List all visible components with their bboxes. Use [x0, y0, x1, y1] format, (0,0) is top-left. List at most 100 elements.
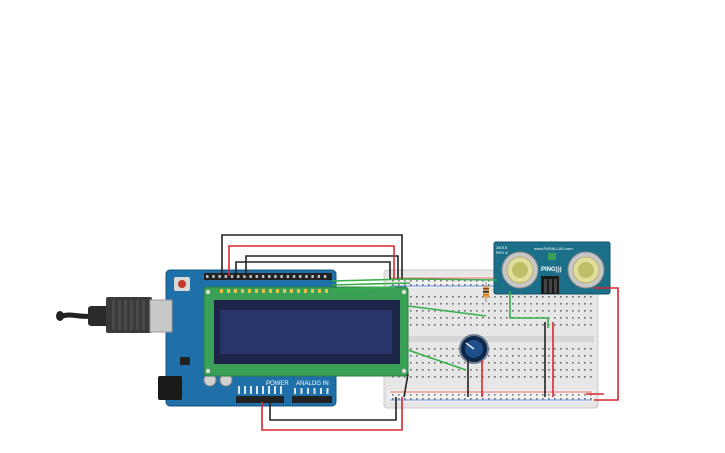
breadboard-hole — [434, 317, 436, 319]
breadboard-hole — [494, 310, 496, 312]
breadboard-hole — [404, 280, 406, 282]
wire-red[interactable] — [228, 245, 395, 280]
breadboard-hole — [530, 310, 532, 312]
header-pin — [237, 275, 240, 278]
breadboard-hole — [572, 355, 574, 357]
breadboard-hole — [506, 394, 508, 396]
sensor-led — [548, 253, 556, 260]
breadboard-hole — [590, 398, 592, 400]
breadboard-hole — [392, 376, 394, 378]
breadboard-hole — [578, 348, 580, 350]
breadboard-hole — [494, 317, 496, 319]
breadboard-hole — [464, 362, 466, 364]
breadboard-hole — [410, 394, 412, 396]
wire-black[interactable] — [403, 373, 409, 398]
pin-label-mark — [274, 386, 276, 394]
breadboard-hole — [590, 362, 592, 364]
wire-black[interactable] — [269, 397, 397, 421]
ping-ultrasonic-sensor[interactable]: 28015 REV A www.PARALLAX.com PING))) — [493, 241, 611, 295]
breadboard-hole — [500, 324, 502, 326]
breadboard-hole — [428, 362, 430, 364]
header-pin — [292, 275, 296, 278]
wire-black[interactable] — [235, 261, 391, 280]
breadboard-hole — [470, 369, 472, 371]
breadboard-hole — [524, 303, 526, 305]
wire-green[interactable] — [331, 282, 411, 286]
wire-green[interactable] — [331, 286, 396, 290]
breadboard-hole — [512, 348, 514, 350]
breadboard-hole — [464, 280, 466, 282]
lcd-pin — [325, 289, 328, 293]
usb-rib — [136, 300, 139, 330]
breadboard-hole — [440, 303, 442, 305]
breadboard-hole — [566, 398, 568, 400]
wire-black[interactable] — [245, 255, 399, 280]
potentiometer[interactable] — [459, 334, 489, 364]
breadboard-hole — [572, 362, 574, 364]
breadboard-hole — [440, 284, 442, 286]
breadboard-hole — [536, 376, 538, 378]
breadboard-hole — [566, 362, 568, 364]
resistor[interactable] — [483, 282, 489, 302]
breadboard-hole — [512, 376, 514, 378]
breadboard-hole — [530, 394, 532, 396]
breadboard-hole — [512, 303, 514, 305]
breadboard-hole — [500, 376, 502, 378]
wire-green[interactable] — [407, 305, 487, 317]
breadboard-hole — [416, 284, 418, 286]
breadboard-hole — [512, 310, 514, 312]
wire-black[interactable] — [221, 234, 403, 280]
breadboard-hole — [488, 369, 490, 371]
wire-green[interactable] — [509, 291, 549, 328]
breadboard-hole — [578, 394, 580, 396]
pin-label-mark — [256, 386, 258, 394]
breadboard-hole — [434, 303, 436, 305]
breadboard-hole — [542, 362, 544, 364]
usb-cable[interactable] — [56, 297, 173, 333]
breadboard-hole — [488, 284, 490, 286]
breadboard-hole — [548, 303, 550, 305]
breadboard-hole — [428, 296, 430, 298]
breadboard-hole — [410, 324, 412, 326]
breadboard-hole — [452, 369, 454, 371]
breadboard-hole — [500, 398, 502, 400]
breadboard-hole — [554, 317, 556, 319]
lcd-pin — [318, 289, 321, 293]
breadboard-hole — [530, 369, 532, 371]
breadboard-hole — [506, 362, 508, 364]
usb-plug[interactable] — [106, 297, 152, 333]
breadboard-hole — [434, 348, 436, 350]
breadboard-hole — [536, 355, 538, 357]
wire-red[interactable] — [261, 397, 403, 431]
breadboard-hole — [548, 348, 550, 350]
breadboard-hole — [470, 394, 472, 396]
wire-green[interactable] — [331, 278, 498, 282]
lcd-pin — [262, 289, 265, 293]
breadboard-hole — [410, 296, 412, 298]
breadboard-hole — [506, 303, 508, 305]
lcd-16x2-display[interactable] — [203, 286, 409, 377]
breadboard-hole — [542, 376, 544, 378]
dc-power-jack[interactable] — [158, 376, 182, 400]
breadboard-hole — [584, 296, 586, 298]
breadboard-hole — [506, 310, 508, 312]
breadboard-hole — [518, 348, 520, 350]
breadboard-hole — [452, 394, 454, 396]
breadboard-hole — [446, 376, 448, 378]
breadboard-hole — [464, 398, 466, 400]
breadboard-hole — [566, 324, 568, 326]
power-header — [236, 396, 284, 403]
pin-label-mark — [300, 388, 303, 394]
wire-green[interactable] — [407, 349, 467, 371]
breadboard-hole — [572, 376, 574, 378]
wire-red[interactable] — [594, 287, 619, 401]
header-pin — [299, 275, 302, 278]
breadboard-hole — [584, 376, 586, 378]
breadboard-hole — [470, 310, 472, 312]
potentiometer-knob[interactable] — [465, 342, 475, 350]
breadboard-hole — [548, 394, 550, 396]
breadboard-hole — [506, 296, 508, 298]
breadboard-hole — [434, 355, 436, 357]
reset-button-cap[interactable] — [178, 280, 186, 288]
